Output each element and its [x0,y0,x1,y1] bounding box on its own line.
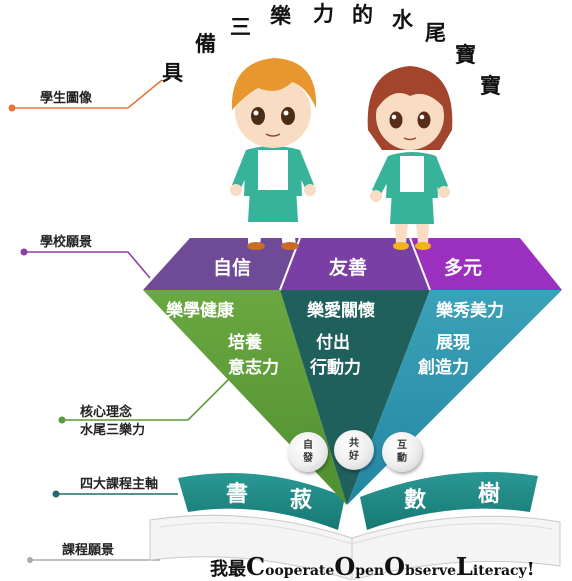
arc-title-char-6: 的 [352,2,373,27]
arc-title-char-10: 寶 [480,73,501,98]
pillar-right-title: 樂秀美力 [436,301,504,321]
arc-title-char-7: 水 [392,7,413,32]
label-student-image: 學生圖像 [40,91,93,106]
slogan-cap-o2: O [384,552,405,581]
vision-right-label: 多元 [444,257,483,279]
chip-self-motivated: 自 發 [288,432,328,472]
chip-3-bottom: 動 [397,453,407,464]
leader-line-curriculum-vision [27,557,160,563]
chip-interaction: 互 動 [382,432,422,472]
chip-common-good: 共 好 [334,430,374,470]
arc-title-char-9: 寶 [455,42,476,67]
vision-center-shape [280,238,430,290]
pillar-left-line1: 培養 [228,333,262,353]
label-core-idea: 核心理念 水尾三樂力 [80,404,145,439]
chip-1-top: 自 [303,440,313,451]
pillar-left-line2: 意志力 [228,358,279,378]
slogan-suffix: ! [526,559,535,580]
chip-2-bottom: 好 [349,451,359,462]
slogan-prefix: 我最 [210,559,246,580]
slogan-cap-c: C [246,552,266,581]
label-curriculum-vision: 課程願景 [62,543,115,558]
label-core-idea-line1: 核心理念 [80,405,133,420]
girl-illustration [367,66,453,250]
vision-right-shape [410,238,562,290]
pillar-center-shape [280,290,430,505]
chip-3-top: 互 [397,440,407,451]
open-book [149,472,561,580]
book-axis-4: 樹 [478,481,501,507]
leader-line-core-idea [58,377,231,424]
vision-center-label: 友善 [329,257,368,279]
book-axis-1: 書 [226,481,249,507]
slogan: 我最CooperateOpenObserveLiteracy! [210,552,535,581]
pillar-left-title: 樂學健康 [166,301,234,321]
arc-title-char-2: 備 [195,31,216,56]
leader-line-student-image [8,79,163,112]
pillar-right-line2: 創造力 [418,358,469,378]
slogan-rest-l: iteracy [472,563,527,579]
label-four-axes: 四大課程主軸 [80,477,159,492]
slogan-cap-l: L [456,552,473,581]
book-axis-3: 數 [404,487,427,513]
slogan-rest-o2: bserve [405,563,456,579]
chip-2-top: 共 [349,438,359,449]
label-school-vision: 學校願景 [40,235,93,250]
book-axis-2: 菽 [290,487,313,513]
leader-line-four-axes [52,490,178,498]
boy-illustration [230,58,317,250]
arc-title-char-3: 三 [230,14,251,39]
slogan-cap-o1: O [334,552,356,581]
pillar-center-line2: 行動力 [310,358,361,378]
leader-line-school-vision [20,248,151,279]
book-band-right [360,472,538,530]
slogan-rest-c: ooperate [265,563,335,579]
vision-left-label: 自信 [213,257,252,279]
arc-title-char-8: 尾 [425,20,446,45]
pillar-center-line1: 付出 [316,333,350,353]
pillar-center-title: 樂愛關懷 [307,301,375,321]
book-band-left [178,472,345,530]
arc-title-char-1: 具 [162,60,183,85]
arc-title-char-4: 樂 [270,3,291,28]
arc-title-char-5: 力 [313,1,334,26]
chip-1-bottom: 發 [303,453,313,464]
slogan-rest-o1: pen [355,563,385,579]
pillar-right-line1: 展現 [436,333,470,353]
vision-left-shape [143,238,300,290]
label-core-idea-line2: 水尾三樂力 [80,422,146,438]
